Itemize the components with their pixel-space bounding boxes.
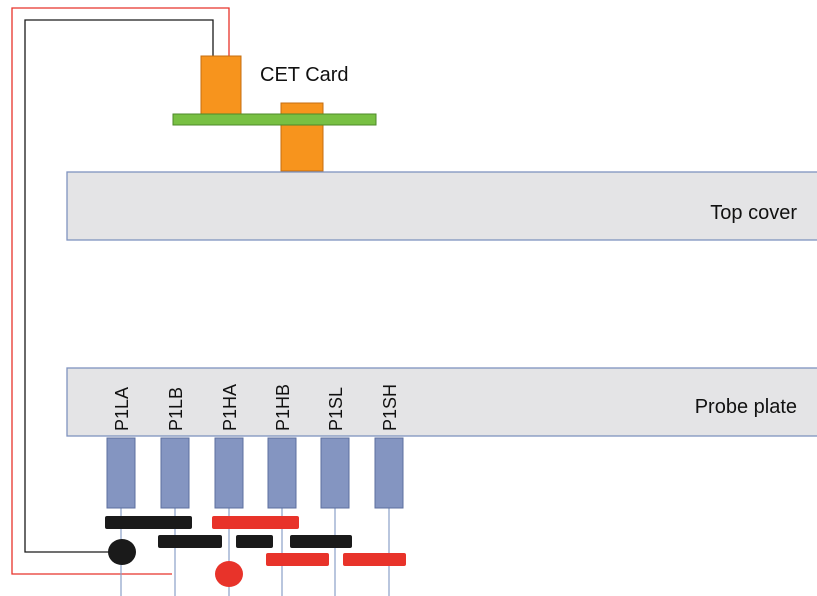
cet-card-label: CET Card — [260, 64, 349, 86]
probe-label-p1hb: P1HB — [273, 384, 293, 431]
red-jumper-sl-sh — [343, 553, 406, 566]
cet-card-lower-connector — [280, 102, 324, 172]
red-loop-wire — [11, 7, 230, 575]
top-cover — [66, 171, 817, 241]
black-jumper-la-lb — [105, 516, 192, 529]
red-jumpers — [212, 516, 406, 587]
probe-pin-p1hb — [267, 437, 297, 509]
probe-pin-p1sl — [320, 437, 350, 509]
probe-pin-p1lb — [160, 437, 190, 509]
red-jumper-ha-hb — [212, 516, 299, 529]
red-jumper-hb-sl — [266, 553, 329, 566]
probe-pin-p1la — [106, 437, 136, 509]
probe-plate — [66, 367, 817, 437]
probe-pin-p1ha — [214, 437, 244, 509]
probe-pin-p1sh — [374, 437, 404, 509]
probe-label-p1sl: P1SL — [326, 387, 346, 431]
black-jumper-ha-hb — [236, 535, 273, 548]
black-probe-clip — [108, 539, 136, 565]
top-cover-label: Top cover — [710, 202, 797, 224]
black-jumper-lb-ha — [158, 535, 222, 548]
probe-label-p1ha: P1HA — [220, 384, 240, 431]
red-probe-clip — [215, 561, 243, 587]
probe-pins — [106, 437, 404, 509]
black-jumper-hb-sl — [290, 535, 352, 548]
cet-card-upper-connector — [200, 55, 242, 115]
probe-label-p1la: P1LA — [112, 387, 132, 431]
probe-label-p1sh: P1SH — [380, 384, 400, 431]
probe-plate-label: Probe plate — [695, 396, 797, 418]
black-jumpers — [105, 516, 352, 565]
probe-label-p1lb: P1LB — [166, 387, 186, 431]
cet-card-board — [172, 113, 377, 126]
black-loop-wire — [24, 19, 214, 553]
